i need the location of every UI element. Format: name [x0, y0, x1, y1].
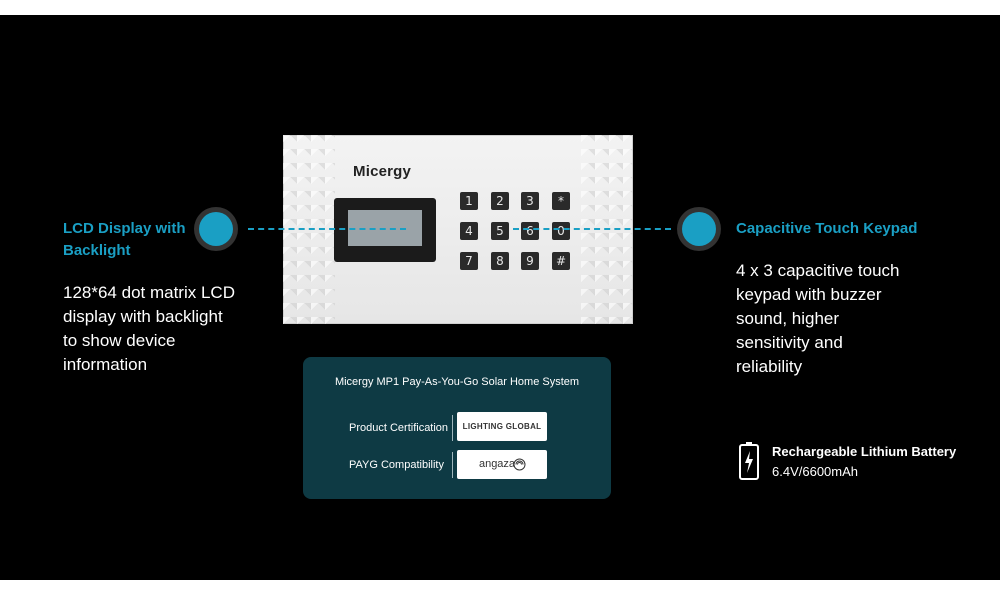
right-callout-body-line: sound, higher: [736, 309, 840, 328]
device-brand: Micergy: [353, 163, 412, 180]
angaza-logo: angaza: [457, 450, 547, 479]
card-title: Micergy MP1 Pay-As-You-Go Solar Home Sys…: [334, 376, 580, 388]
left-callout-connector: [248, 228, 406, 230]
right-callout-connector: [513, 228, 671, 230]
left-callout-body-line: 128*64 dot matrix LCD: [63, 283, 235, 302]
right-callout-body-line: sensitivity and: [736, 333, 843, 352]
keypad: 1 2 3 * 4 5 6 0 7 8 9 #: [460, 192, 580, 272]
row-divider: [452, 415, 453, 441]
key-4: 4: [460, 222, 478, 240]
key-star: *: [552, 192, 570, 210]
key-9: 9: [521, 252, 539, 270]
angaza-mark-icon: [513, 458, 526, 471]
key-2: 2: [491, 192, 509, 210]
lcd-display: [334, 198, 436, 262]
right-callout-body-line: 4 x 3 capacitive touch: [736, 261, 900, 280]
key-1: 1: [460, 192, 478, 210]
key-8: 8: [491, 252, 509, 270]
angaza-logo-text: angaza: [478, 458, 516, 470]
battery-spec: 6.4V/6600mAh: [772, 464, 859, 479]
left-callout-body-line: display with backlight: [63, 307, 223, 326]
right-callout-body-line: reliability: [736, 357, 803, 376]
key-3: 3: [521, 192, 539, 210]
lighting-global-logo: LIGHTING GLOBAL: [457, 412, 547, 441]
right-callout-marker: [682, 212, 716, 246]
left-callout-body-line: to show device: [63, 331, 176, 350]
right-callout-body: 4 x 3 capacitive touch keypad with buzze…: [736, 259, 899, 379]
certification-label: Product Certification: [349, 422, 449, 434]
payg-label: PAYG Compatibility: [349, 459, 444, 471]
row-divider: [452, 452, 453, 478]
battery-charging-icon: [739, 442, 759, 480]
product-info-card: Micergy MP1 Pay-As-You-Go Solar Home Sys…: [303, 357, 611, 499]
left-callout-body-line: information: [63, 355, 148, 374]
key-hash: #: [552, 252, 570, 270]
left-callout-title: LCD Display with Backlight: [63, 218, 186, 262]
key-6: 6: [521, 222, 539, 240]
left-callout-title-line1: LCD Display with: [63, 220, 186, 237]
key-0: 0: [552, 222, 570, 240]
battery-title: Rechargeable Lithium Battery: [772, 444, 957, 459]
key-7: 7: [460, 252, 478, 270]
left-callout-title-line2: Backlight: [63, 242, 131, 259]
right-callout-title: Capacitive Touch Keypad: [736, 220, 918, 237]
left-callout-marker: [199, 212, 233, 246]
left-callout-body: 128*64 dot matrix LCD display with backl…: [63, 281, 235, 377]
right-callout-body-line: keypad with buzzer: [736, 285, 882, 304]
lighting-global-logo-text: LIGHTING GLOBAL: [462, 422, 542, 431]
key-5: 5: [491, 222, 509, 240]
